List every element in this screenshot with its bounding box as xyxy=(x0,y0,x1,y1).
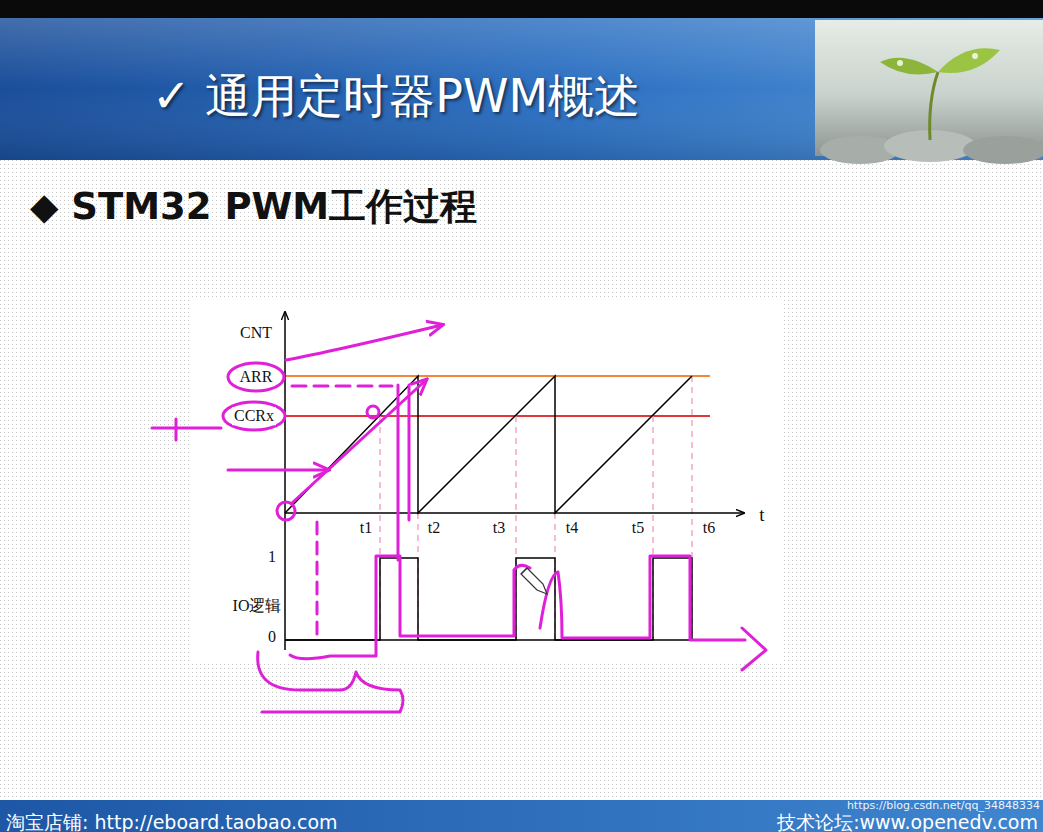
time-mark: t5 xyxy=(630,519,646,537)
pen-arrow xyxy=(292,380,426,503)
pen-stroke xyxy=(152,427,221,430)
pen-stroke xyxy=(397,385,400,560)
pen-dash xyxy=(316,522,319,640)
pen-arrow xyxy=(286,325,442,360)
pen-waveform xyxy=(290,556,745,659)
chart-ground xyxy=(192,300,782,662)
photo-frame xyxy=(815,20,1043,156)
pencil-edge xyxy=(521,568,527,574)
footer-bar xyxy=(0,800,1043,832)
sprout-stem xyxy=(930,72,938,140)
cnt-axis xyxy=(284,312,286,650)
time-mark: t4 xyxy=(564,519,580,537)
logic-level: 1 xyxy=(266,548,278,566)
circle-mark xyxy=(277,502,295,520)
time-axis xyxy=(285,512,744,514)
io-waveform xyxy=(285,558,692,640)
forum-link: 技术论坛:www.openedv.com xyxy=(777,812,1038,832)
time-mark: t6 xyxy=(701,519,717,537)
ccrx-line xyxy=(285,415,710,417)
circle-mark xyxy=(223,402,285,430)
sprout-leaf xyxy=(880,58,938,75)
axis-name: CNT xyxy=(238,324,274,342)
water-drop xyxy=(897,60,903,66)
time-mark: t2 xyxy=(426,519,442,537)
time-mark: t1 xyxy=(358,519,374,537)
hand-annotations xyxy=(152,325,766,712)
pebble xyxy=(963,136,1043,164)
arr-line xyxy=(285,375,710,377)
pencil-body xyxy=(521,568,547,594)
circle-mark xyxy=(228,363,284,391)
time-mark: t3 xyxy=(491,519,507,537)
pencil-cursor xyxy=(521,568,547,594)
watermark: https://blog.csdn.net/qq_34848334 xyxy=(847,800,1040,812)
section-heading: ◆ STM32 PWM工作过程 xyxy=(30,187,477,228)
axis-name: t xyxy=(759,505,764,526)
top-band xyxy=(0,0,1043,18)
pen-arrow xyxy=(742,628,766,670)
water-drop xyxy=(972,53,978,59)
pen-stroke xyxy=(408,385,411,520)
axis-name: IO逻辑 xyxy=(231,597,284,615)
circle-mark xyxy=(367,406,379,418)
logic-level: 0 xyxy=(268,628,276,646)
register-name: ARR xyxy=(238,368,275,386)
sprout-photo xyxy=(815,20,1043,164)
pen-stroke xyxy=(175,419,178,440)
pen-dash xyxy=(292,385,392,388)
shop-link: 淘宝店铺: http://eboard.taobao.com xyxy=(6,812,338,832)
dotted-ground xyxy=(0,160,1043,800)
header-shine xyxy=(0,18,1043,160)
header-bar xyxy=(0,18,1043,160)
sprout-leaf xyxy=(938,48,1000,73)
slide-title: ✓ 通用定时器PWM概述 xyxy=(152,71,640,122)
register-name: CCRx xyxy=(232,407,276,425)
pen-bracket xyxy=(258,652,403,712)
pen-arrow xyxy=(228,469,328,472)
guide-lines xyxy=(380,376,692,640)
counter-sawtooth xyxy=(285,376,692,513)
